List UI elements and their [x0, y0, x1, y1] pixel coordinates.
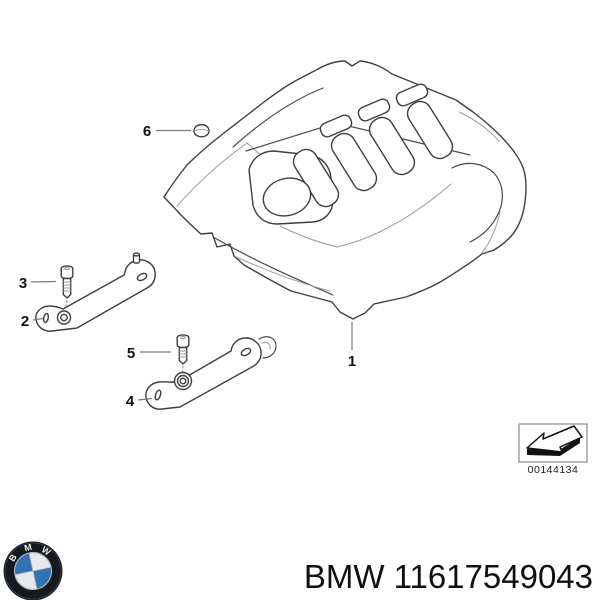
callout-4: 4 — [126, 393, 153, 410]
callout-3: 3 — [19, 275, 57, 292]
bracket-part-4 — [145, 336, 277, 410]
callout-6-label: 6 — [143, 123, 151, 140]
bolt-part-3 — [60, 265, 74, 312]
engine-cover-silhouette — [163, 60, 527, 320]
callout-5: 5 — [127, 345, 171, 362]
part-number: 11617549043 — [394, 558, 593, 595]
callout-2-label: 2 — [21, 313, 29, 330]
bolt-part-5 — [176, 334, 190, 377]
callout-1-label: 1 — [348, 353, 356, 370]
figure-reference: 00144134 — [518, 423, 588, 476]
return-arrow-icon — [526, 425, 583, 456]
cover-emblem-circle — [262, 177, 312, 217]
brand-name: BMW — [304, 558, 386, 595]
logo-letter-b: B — [7, 552, 19, 563]
callout-5-label: 5 — [127, 345, 135, 362]
callout-6: 6 — [143, 123, 191, 140]
engine-cover-drawing — [163, 60, 527, 320]
intake-ribs — [292, 83, 454, 208]
callout-1: 1 — [348, 322, 356, 370]
cap-nut-part — [193, 123, 210, 138]
figure-number: 00144134 — [528, 464, 579, 476]
bmw-roundel-icon: B M W — [3, 541, 63, 600]
callout-4-label: 4 — [126, 393, 135, 410]
callout-2: 2 — [21, 313, 44, 330]
callout-3-label: 3 — [19, 275, 27, 292]
logo-letter-m: M — [23, 542, 32, 553]
bracket-part-2 — [35, 252, 156, 332]
